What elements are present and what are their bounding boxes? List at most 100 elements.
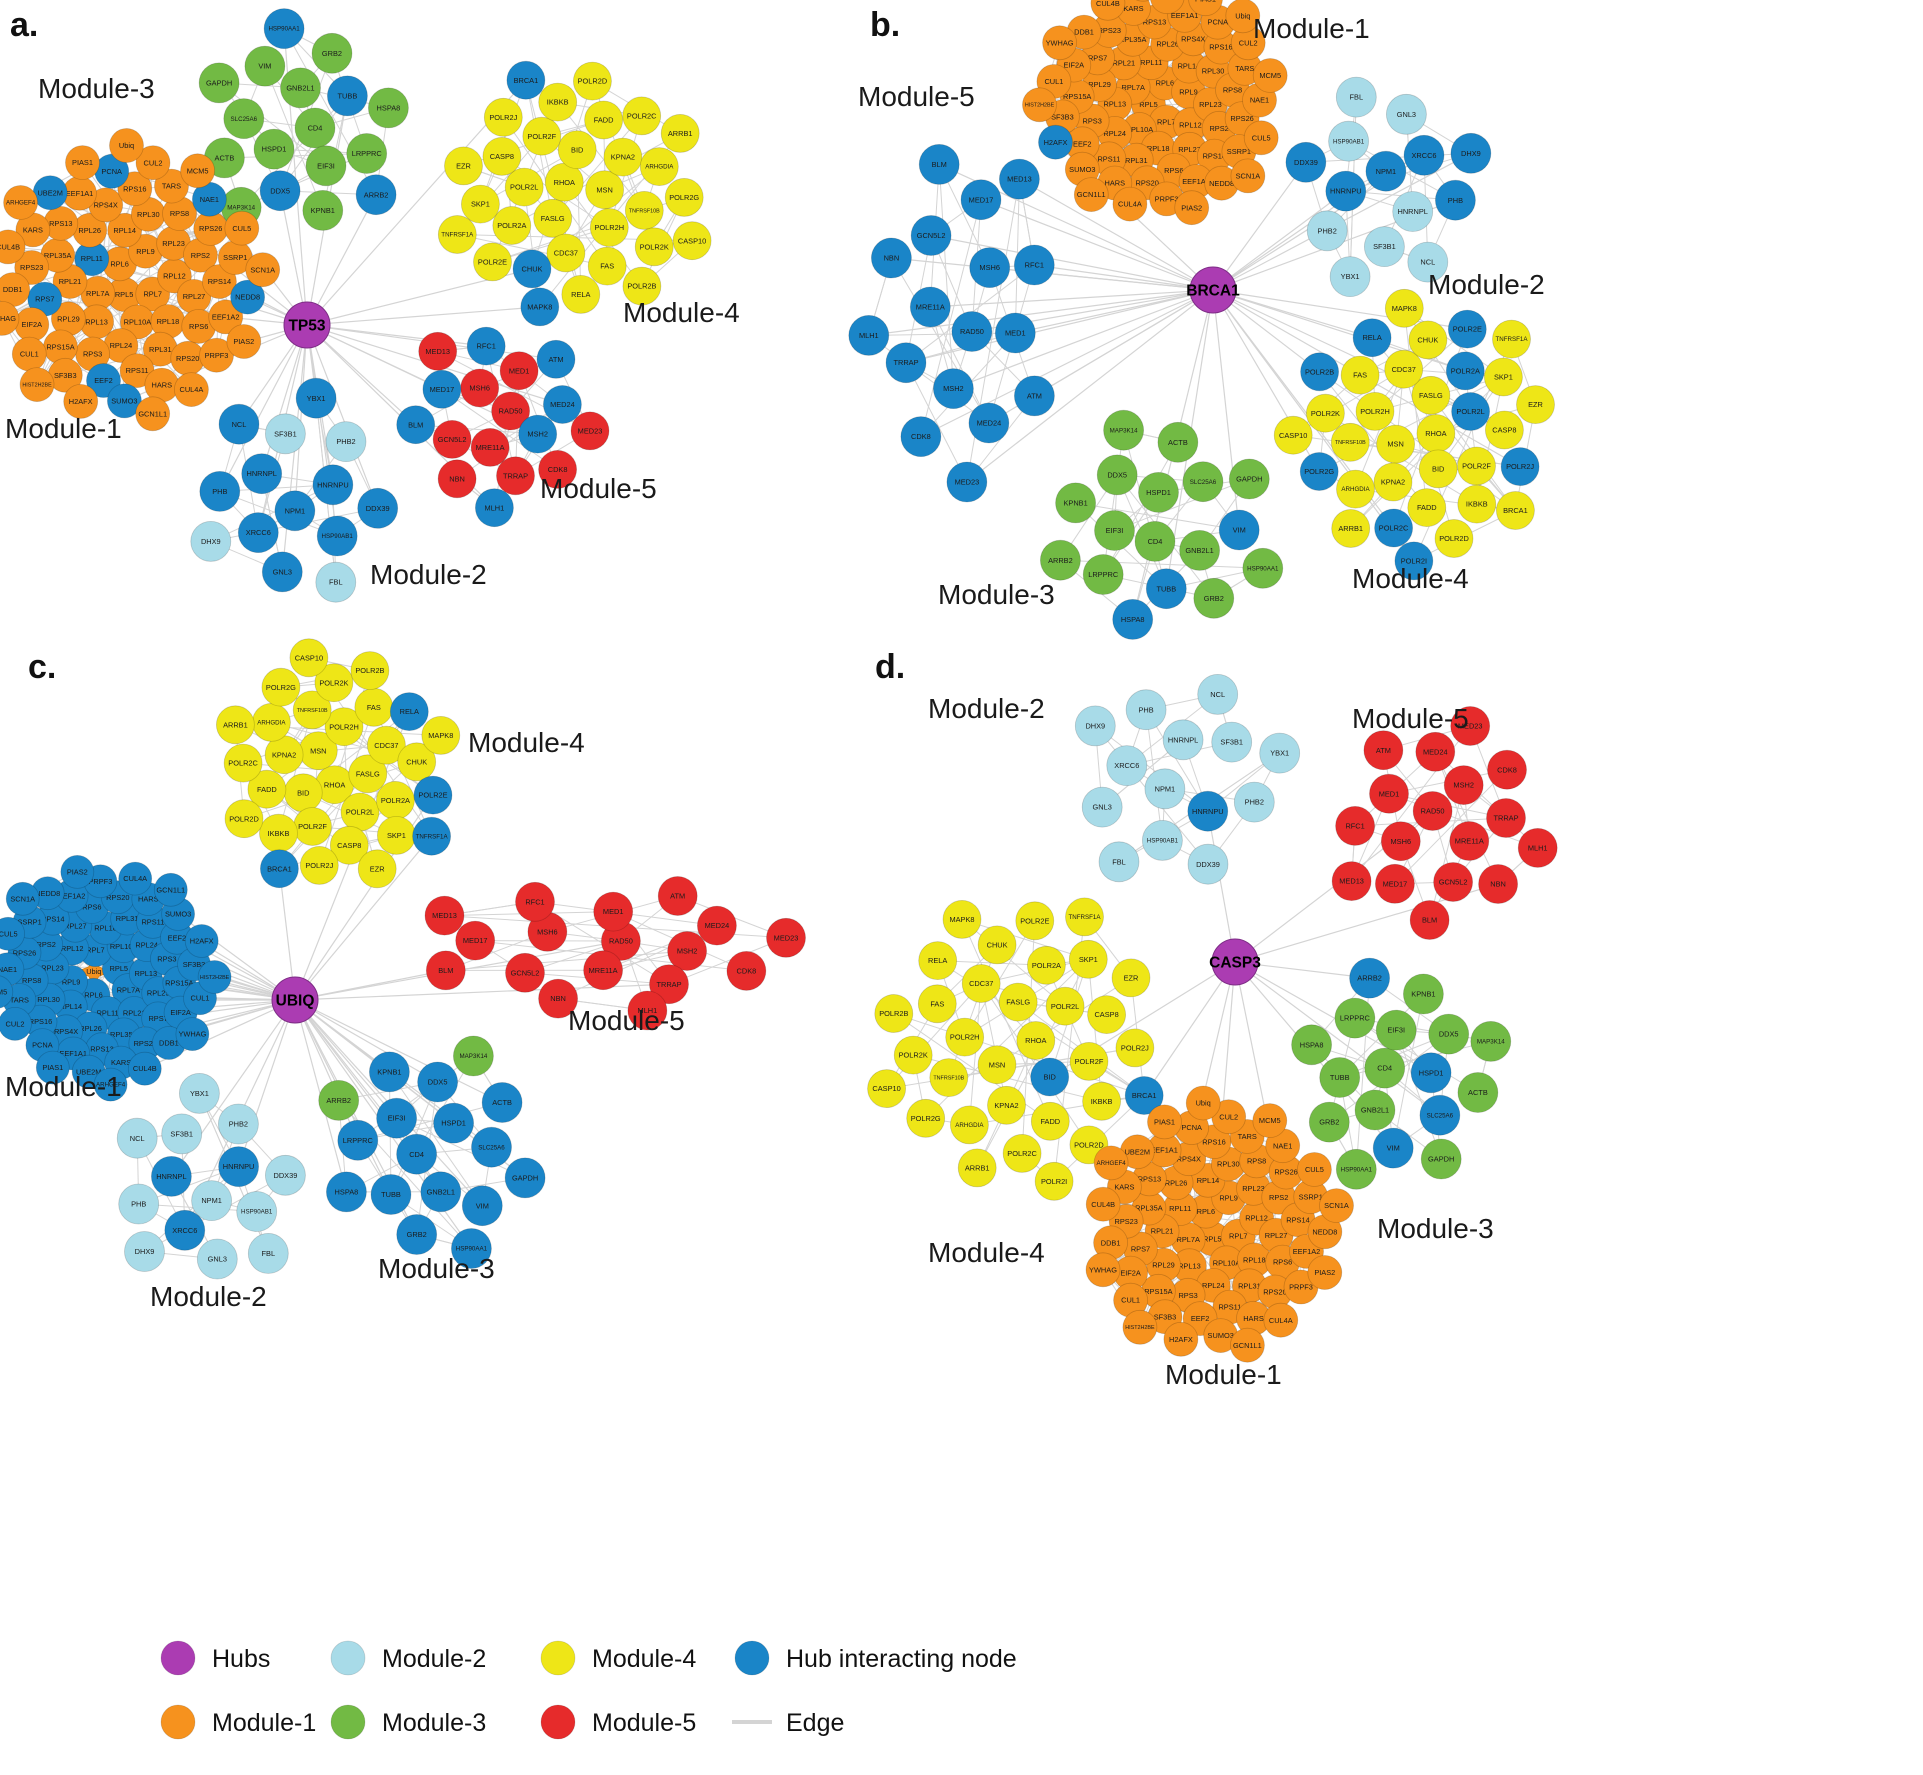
node-PHB2[interactable] <box>1306 210 1348 252</box>
node-GCN1L1[interactable] <box>153 872 188 907</box>
node-BRCA1[interactable] <box>1496 491 1535 530</box>
node-VIM[interactable] <box>1218 509 1260 551</box>
node-MLH1[interactable] <box>848 314 890 356</box>
node-HSPD1[interactable] <box>1138 471 1179 513</box>
node-MCM5[interactable] <box>1252 1103 1288 1138</box>
node-SF3B1[interactable] <box>1211 721 1253 763</box>
node-MED1[interactable] <box>593 891 634 932</box>
node-H2AFX[interactable] <box>184 924 219 958</box>
node-UBE2M[interactable] <box>1150 0 1185 15</box>
node-ARRB1[interactable] <box>215 705 255 745</box>
node-ARHGEF4[interactable] <box>1093 1145 1129 1181</box>
node-CHUK[interactable] <box>1408 320 1448 360</box>
node-IKBKB[interactable] <box>1457 484 1497 524</box>
node-CUL4A[interactable] <box>1112 186 1148 222</box>
node-LRPPRC[interactable] <box>346 133 388 174</box>
node-POLR2L[interactable] <box>504 167 544 207</box>
node-NCL[interactable] <box>1407 241 1449 283</box>
node-FASLG[interactable] <box>998 982 1038 1022</box>
node-CASP8[interactable] <box>1485 410 1524 450</box>
node-TUBB[interactable] <box>1145 568 1187 610</box>
node-BID[interactable] <box>1030 1057 1070 1097</box>
node-EIF3I[interactable] <box>1375 1009 1417 1051</box>
node-MSN[interactable] <box>1376 424 1415 464</box>
node-KPNB1[interactable] <box>1055 482 1096 524</box>
node-PIAS1[interactable] <box>35 1050 70 1085</box>
node-DDX39[interactable] <box>1285 141 1327 183</box>
node-GRB2[interactable] <box>396 1214 438 1255</box>
node-GNB2L1[interactable] <box>1179 530 1220 571</box>
node-TNFRSF1A[interactable] <box>412 816 452 856</box>
node-ATM[interactable] <box>657 876 698 916</box>
node-HSPD1[interactable] <box>253 128 295 170</box>
node-BLM[interactable] <box>425 950 466 991</box>
node-POLR2C[interactable] <box>622 96 662 136</box>
node-PHB[interactable] <box>1125 689 1167 731</box>
node-POLR2H[interactable] <box>324 707 364 747</box>
node-TUBB[interactable] <box>1319 1057 1361 1098</box>
node-FASLG[interactable] <box>348 754 388 794</box>
node-VIM[interactable] <box>244 45 286 87</box>
node-BLM[interactable] <box>918 143 960 185</box>
node-POLR2G[interactable] <box>1299 452 1339 491</box>
node-MED13[interactable] <box>1331 861 1372 901</box>
node-CDK8[interactable] <box>726 951 767 991</box>
node-MED1[interactable] <box>994 312 1036 354</box>
node-NPM1[interactable] <box>1365 150 1407 192</box>
node-GNB2L1[interactable] <box>1354 1089 1396 1131</box>
node-POLR2H[interactable] <box>589 208 629 247</box>
node-Ubiq[interactable] <box>109 128 144 163</box>
node-NBN[interactable] <box>1478 864 1518 904</box>
node-KPNA2[interactable] <box>1373 462 1413 502</box>
node-DDX5[interactable] <box>259 170 301 212</box>
node-HNRNPU[interactable] <box>1325 170 1367 212</box>
node-PRPF3[interactable] <box>199 337 234 373</box>
node-RAD50[interactable] <box>1412 791 1453 831</box>
node-FASLG[interactable] <box>533 198 573 238</box>
node-CUL2[interactable] <box>135 145 171 181</box>
node-HSP90AA1[interactable] <box>1242 547 1284 589</box>
node-YBX1[interactable] <box>1329 256 1371 298</box>
node-POLR2I[interactable] <box>1394 541 1434 581</box>
node-FADD[interactable] <box>584 100 623 140</box>
node-CUL4B[interactable] <box>0 229 26 265</box>
node-MED13[interactable] <box>999 158 1040 200</box>
node-MLH1[interactable] <box>1517 828 1558 868</box>
node-MSH2[interactable] <box>518 414 558 454</box>
node-ATM[interactable] <box>1014 375 1055 417</box>
node-TNFRSF10B[interactable] <box>292 690 332 730</box>
node-CASP10[interactable] <box>1273 415 1313 455</box>
node-TNFRSF1A[interactable] <box>1492 319 1531 359</box>
node-SCN1A[interactable] <box>5 881 40 916</box>
node-MAPK8[interactable] <box>421 716 461 755</box>
node-CHUK[interactable] <box>512 249 552 289</box>
node-EEF2[interactable] <box>86 363 121 398</box>
node-CASP10[interactable] <box>867 1069 906 1108</box>
node-DDX39[interactable] <box>1187 843 1229 885</box>
node-MRE11A[interactable] <box>470 427 510 467</box>
node-POLR2D[interactable] <box>224 799 264 839</box>
node-KPNA2[interactable] <box>603 137 643 177</box>
node-MSH6[interactable] <box>969 247 1011 289</box>
node-KPNB1[interactable] <box>1403 973 1444 1015</box>
node-SF3B1[interactable] <box>1364 226 1405 268</box>
node-NBN[interactable] <box>437 459 477 499</box>
node-ARRB2[interactable] <box>1349 957 1390 999</box>
node-TRRAP[interactable] <box>885 342 927 384</box>
node-CD4[interactable] <box>294 107 336 149</box>
node-MRE11A[interactable] <box>583 950 623 991</box>
node-ARRB2[interactable] <box>355 174 397 216</box>
node-CDK8[interactable] <box>538 449 577 489</box>
node-NEDD8[interactable] <box>230 279 266 315</box>
node-FADD[interactable] <box>247 769 287 809</box>
node-CUL4B[interactable] <box>1090 0 1126 21</box>
node-SKP1[interactable] <box>1484 357 1523 397</box>
node-FBL[interactable] <box>247 1233 289 1274</box>
node-XRCC6[interactable] <box>1106 745 1148 786</box>
node-POLR2G[interactable] <box>906 1098 946 1138</box>
node-NBN[interactable] <box>871 237 912 279</box>
node-GNL3[interactable] <box>261 551 303 593</box>
node-TRRAP[interactable] <box>496 456 535 496</box>
node-YBX1[interactable] <box>1259 732 1301 774</box>
node-YWHAG[interactable] <box>175 1017 210 1051</box>
